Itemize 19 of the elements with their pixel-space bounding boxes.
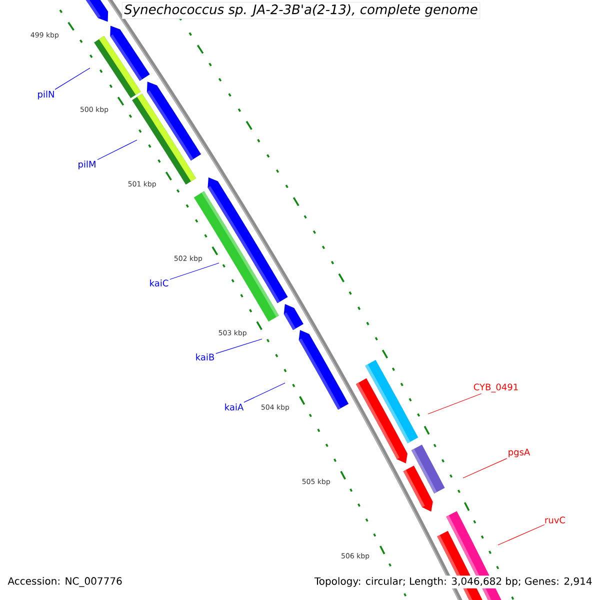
gene-label: CYB_0491 (474, 384, 518, 392)
gene-label: kaiC (150, 280, 168, 286)
gene-label: pgsA (508, 448, 530, 458)
leader-line (97, 140, 138, 160)
gene-label: pilN (38, 90, 54, 100)
leader-line (462, 458, 508, 478)
leader-line (170, 262, 220, 280)
accession-label: Accession: NC_007776 (6, 576, 124, 588)
leader-line (498, 524, 545, 546)
genome-info-label: Topology: circular; Length: 3,046,682 bp; Genes: 2,914 (312, 576, 594, 588)
leader-line (54, 68, 90, 90)
gene-label: kaiA (225, 404, 244, 410)
gene-label: pilM (78, 160, 96, 170)
leader-line (428, 393, 482, 414)
title: Synechococcus sp. JA-2-3B'a(2-13), complete genome (122, 2, 480, 19)
gene-label: ruvC (545, 516, 566, 524)
leader-line (216, 338, 262, 354)
leader-line (244, 382, 286, 403)
gene-label: kaiB (196, 354, 214, 360)
